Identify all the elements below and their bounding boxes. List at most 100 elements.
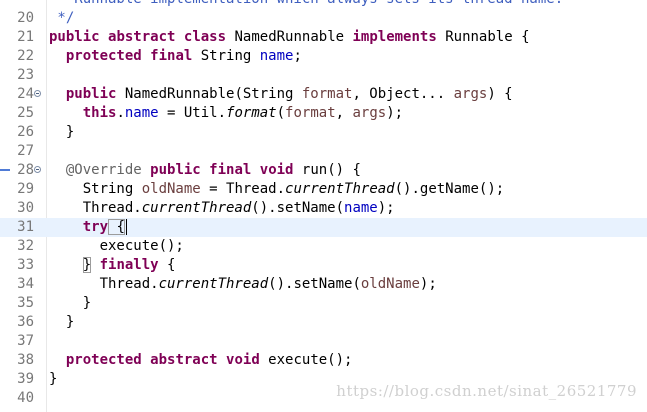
line-number: 29 xyxy=(17,181,34,197)
line-number: 39 xyxy=(17,371,34,387)
line-number: 33 xyxy=(17,257,34,273)
code-token: Thread. xyxy=(49,200,142,216)
code-token: final xyxy=(209,162,252,178)
code-line[interactable]: 39} xyxy=(0,370,647,389)
code-token xyxy=(49,257,83,273)
override-marker-icon[interactable] xyxy=(0,169,10,171)
code-token: format xyxy=(301,86,353,102)
line-code: } xyxy=(49,294,91,313)
fold-collapse-icon[interactable] xyxy=(34,90,41,97)
code-token: ( xyxy=(276,105,286,121)
code-token: class xyxy=(183,29,227,45)
line-code: this.name = Util.format(format, args); xyxy=(49,104,403,123)
code-token: { xyxy=(158,257,176,273)
code-token: args xyxy=(352,105,387,121)
code-token: public xyxy=(65,86,117,102)
code-token: finally xyxy=(99,257,159,273)
code-line[interactable]: 34 Thread.currentThread().setName(oldNam… xyxy=(0,275,647,294)
code-line[interactable]: 20 */ xyxy=(0,9,647,28)
code-token: format xyxy=(226,105,277,121)
code-token: ) { xyxy=(487,86,513,102)
code-token: try xyxy=(82,219,109,235)
code-token: public xyxy=(150,162,201,178)
code-line[interactable]: 33 } finally { xyxy=(0,256,647,275)
code-token xyxy=(175,29,183,45)
code-token: name xyxy=(259,48,294,64)
line-code: execute(); xyxy=(49,237,184,256)
code-token: execute(); xyxy=(49,238,184,254)
code-line[interactable]: 24 public NamedRunnable(String format, O… xyxy=(0,85,647,104)
line-code: public NamedRunnable(String format, Obje… xyxy=(49,85,513,104)
code-token: Runnable { xyxy=(436,29,530,45)
code-token xyxy=(251,162,259,178)
code-token: ().getName(); xyxy=(394,181,505,197)
code-token: public xyxy=(49,29,100,45)
code-line[interactable]: 36 } xyxy=(0,313,647,332)
code-token xyxy=(49,352,66,368)
line-code: } xyxy=(49,313,74,332)
code-token: format xyxy=(285,105,336,121)
code-token: name xyxy=(344,200,378,216)
line-number: 36 xyxy=(17,314,34,330)
code-token xyxy=(49,86,66,102)
code-token: = Thread. xyxy=(200,181,286,197)
code-line[interactable]: 29 String oldName = Thread.currentThread… xyxy=(0,180,647,199)
code-token xyxy=(142,352,150,368)
code-token: */ xyxy=(49,10,75,26)
line-number: 25 xyxy=(17,105,34,121)
line-code: try { xyxy=(49,218,127,237)
line-code: */ xyxy=(49,9,74,28)
code-token: NamedRunnable(String xyxy=(116,86,302,102)
code-token: = Util. xyxy=(158,105,227,121)
code-token xyxy=(201,162,209,178)
code-token: implements xyxy=(352,29,437,45)
code-line[interactable]: Runnable implementation which always set… xyxy=(0,0,647,9)
code-token: } xyxy=(49,124,75,140)
code-token: void xyxy=(259,162,294,178)
line-number: 23 xyxy=(17,67,34,83)
line-code: public abstract class NamedRunnable impl… xyxy=(49,28,530,47)
line-code: @Override public final void run() { xyxy=(49,161,361,180)
code-token: ); xyxy=(386,105,404,121)
code-line[interactable]: 40 xyxy=(0,389,647,408)
code-token: currentThread xyxy=(285,181,395,197)
code-line[interactable]: 30 Thread.currentThread().setName(name); xyxy=(0,199,647,218)
code-line[interactable]: 27 xyxy=(0,142,647,161)
line-number: 35 xyxy=(17,295,34,311)
code-line[interactable]: 25 this.name = Util.format(format, args)… xyxy=(0,104,647,123)
code-token: void xyxy=(226,352,260,368)
code-token xyxy=(49,48,66,64)
code-line[interactable]: 26 } xyxy=(0,123,647,142)
code-line[interactable]: 32 execute(); xyxy=(0,237,647,256)
code-token: this xyxy=(82,105,117,121)
code-token xyxy=(49,105,83,121)
line-number: 32 xyxy=(17,238,34,254)
code-token: abstract xyxy=(108,29,176,45)
line-code: protected final String name; xyxy=(49,47,302,66)
fold-collapse-icon[interactable] xyxy=(34,166,41,173)
code-token xyxy=(218,352,226,368)
line-number: 38 xyxy=(17,352,34,368)
code-line[interactable]: 38 protected abstract void execute(); xyxy=(0,351,647,370)
code-line[interactable]: 35 } xyxy=(0,294,647,313)
code-token: ); xyxy=(377,200,395,216)
watermark: https://blog.csdn.net/sinat_26521779 xyxy=(336,382,637,400)
code-line[interactable]: 22 protected final String name; xyxy=(0,47,647,66)
code-line[interactable]: 23 xyxy=(0,66,647,85)
line-code: protected abstract void execute(); xyxy=(49,351,353,370)
code-token xyxy=(142,162,150,178)
text-caret xyxy=(125,219,127,235)
code-token: { xyxy=(108,219,125,235)
line-code: String oldName = Thread.currentThread().… xyxy=(49,180,504,199)
line-number: 22 xyxy=(17,48,34,64)
line-number: 34 xyxy=(17,276,34,292)
line-code: Thread.currentThread().setName(name); xyxy=(49,199,395,218)
code-line[interactable]: 28 @Override public final void run() { xyxy=(0,161,647,180)
code-token: protected xyxy=(65,48,142,64)
code-line[interactable]: 37 xyxy=(0,332,647,351)
code-line[interactable]: 31 try { xyxy=(0,218,647,237)
code-token: } xyxy=(49,295,92,311)
code-token xyxy=(49,162,66,178)
